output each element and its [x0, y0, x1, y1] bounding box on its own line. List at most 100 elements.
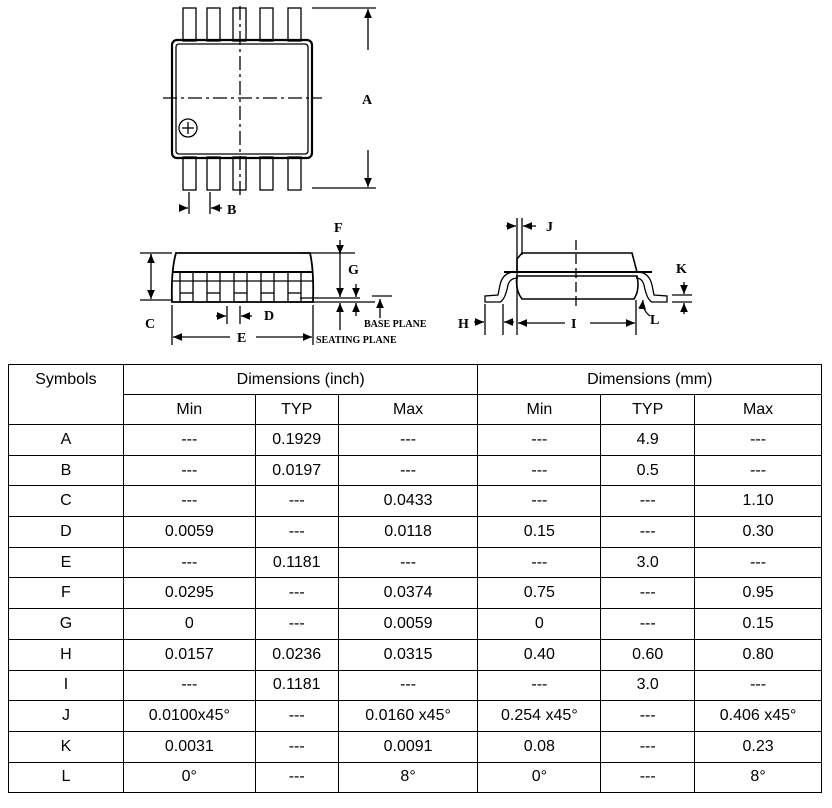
- dimension-cell: ---: [254, 577, 339, 610]
- symbol-cell: E: [8, 546, 124, 579]
- dimension-cell: ---: [477, 424, 602, 456]
- table-row: B---0.0197------0.5---: [8, 454, 822, 487]
- dimension-cell: 0: [477, 608, 602, 640]
- dimension-cell: ---: [254, 761, 339, 794]
- dimension-cell: 0.60: [600, 638, 696, 671]
- dimension-cell: 0.254 x45°: [477, 700, 602, 732]
- symbol-cell: F: [8, 577, 124, 610]
- dimension-cell: ---: [254, 608, 339, 640]
- dimension-cell: ---: [600, 608, 696, 640]
- dimension-cell: 0.0118: [337, 516, 479, 548]
- lead-top: [206, 7, 221, 42]
- lead-side: [206, 271, 221, 303]
- table-row: A---0.1929------4.9---: [8, 424, 822, 456]
- lead-bottom: [182, 156, 197, 191]
- dimension-cell: ---: [337, 669, 479, 702]
- dimension-cell: ---: [477, 454, 602, 487]
- dimension-cell: 0.75: [477, 577, 602, 610]
- dimension-cell: ---: [122, 424, 256, 456]
- dim-label-i: I: [571, 317, 576, 332]
- dim-label-h: H: [458, 317, 469, 332]
- pin1-marker-icon: [178, 118, 198, 138]
- lead-top: [287, 7, 302, 42]
- dimension-cell: ---: [600, 761, 696, 794]
- package-outline-drawing: A B C E D F G BASE PLANE SEATING PLANE: [140, 6, 692, 346]
- dimension-cell: ---: [694, 546, 822, 579]
- dimension-cell: 0: [122, 608, 256, 640]
- dim-label-d: D: [264, 309, 274, 324]
- dim-label-c: C: [145, 317, 155, 332]
- dimension-cell: ---: [694, 454, 822, 487]
- dimension-cell: ---: [477, 669, 602, 702]
- sub-header: TYP: [600, 394, 696, 425]
- dimension-cell: 0.23: [694, 730, 822, 763]
- dimension-cell: 4.9: [600, 424, 696, 456]
- inch-header: Dimensions (inch): [122, 364, 479, 395]
- dimension-cell: ---: [337, 424, 479, 456]
- symbol-cell: A: [8, 424, 124, 456]
- side-view: C E D F G BASE PLANE SEATING PLANE: [140, 221, 427, 346]
- dimensions-table: Symbols Dimensions (inch) Dimensions (mm…: [8, 364, 822, 794]
- dimension-cell: 0.0295: [122, 577, 256, 610]
- symbols-header: Symbols: [8, 364, 124, 425]
- dimension-cell: 0.0059: [337, 608, 479, 640]
- sub-header: TYP: [254, 394, 339, 425]
- lead-side: [233, 271, 248, 303]
- table-row: I---0.1181------3.0---: [8, 669, 822, 702]
- dimension-cell: 0°: [122, 761, 256, 794]
- dimension-cell: ---: [254, 730, 339, 763]
- symbol-cell: J: [8, 700, 124, 732]
- top-view: A B: [163, 6, 376, 218]
- dimension-cell: ---: [254, 700, 339, 732]
- symbol-cell: D: [8, 516, 124, 548]
- symbol-cell: B: [8, 454, 124, 487]
- symbol-cell: C: [8, 485, 124, 518]
- dimension-cell: 0.0236: [254, 638, 339, 671]
- dimension-cell: 0°: [477, 761, 602, 794]
- dimension-cell: 0.1181: [254, 546, 339, 579]
- dimension-cell: 3.0: [600, 546, 696, 579]
- sub-header: Max: [694, 394, 822, 425]
- dimension-cell: 0.0157: [122, 638, 256, 671]
- dimension-cell: 0.0197: [254, 454, 339, 487]
- symbol-cell: L: [8, 761, 124, 794]
- dimension-cell: 0.40: [477, 638, 602, 671]
- dimension-cell: 1.10: [694, 485, 822, 518]
- sub-header: Min: [477, 394, 602, 425]
- dimension-cell: 8°: [694, 761, 822, 794]
- dimension-cell: 0.0374: [337, 577, 479, 610]
- dimension-cell: 0.08: [477, 730, 602, 763]
- seating-plane-label: SEATING PLANE: [316, 335, 397, 346]
- lead-side: [260, 271, 275, 303]
- base-plane-label: BASE PLANE: [364, 319, 427, 330]
- lead-bottom: [259, 156, 274, 191]
- dim-label-j: J: [546, 220, 553, 235]
- dimension-cell: ---: [254, 516, 339, 548]
- sub-header: Max: [337, 394, 479, 425]
- mm-header: Dimensions (mm): [477, 364, 822, 395]
- dimension-cell: ---: [337, 546, 479, 579]
- symbol-cell: G: [8, 608, 124, 640]
- dim-label-a: A: [362, 93, 373, 108]
- dimension-cell: ---: [694, 424, 822, 456]
- dimension-cell: ---: [122, 669, 256, 702]
- dimension-cell: 0.0315: [337, 638, 479, 671]
- table-row: E---0.1181------3.0---: [8, 546, 822, 579]
- dimension-cell: 0.0059: [122, 516, 256, 548]
- dimension-cell: 0.406 x45°: [694, 700, 822, 732]
- dimension-cell: ---: [600, 577, 696, 610]
- symbol-cell: I: [8, 669, 124, 702]
- dimension-cell: 0.1929: [254, 424, 339, 456]
- lead-bottom: [206, 156, 221, 191]
- dimension-cell: 0.0160 x45°: [337, 700, 479, 732]
- dimension-cell: 0.0433: [337, 485, 479, 518]
- dimension-cell: 0.0091: [337, 730, 479, 763]
- dimension-cell: 0.80: [694, 638, 822, 671]
- dimension-cell: 8°: [337, 761, 479, 794]
- lead-side: [287, 271, 302, 303]
- lead-top: [259, 7, 274, 42]
